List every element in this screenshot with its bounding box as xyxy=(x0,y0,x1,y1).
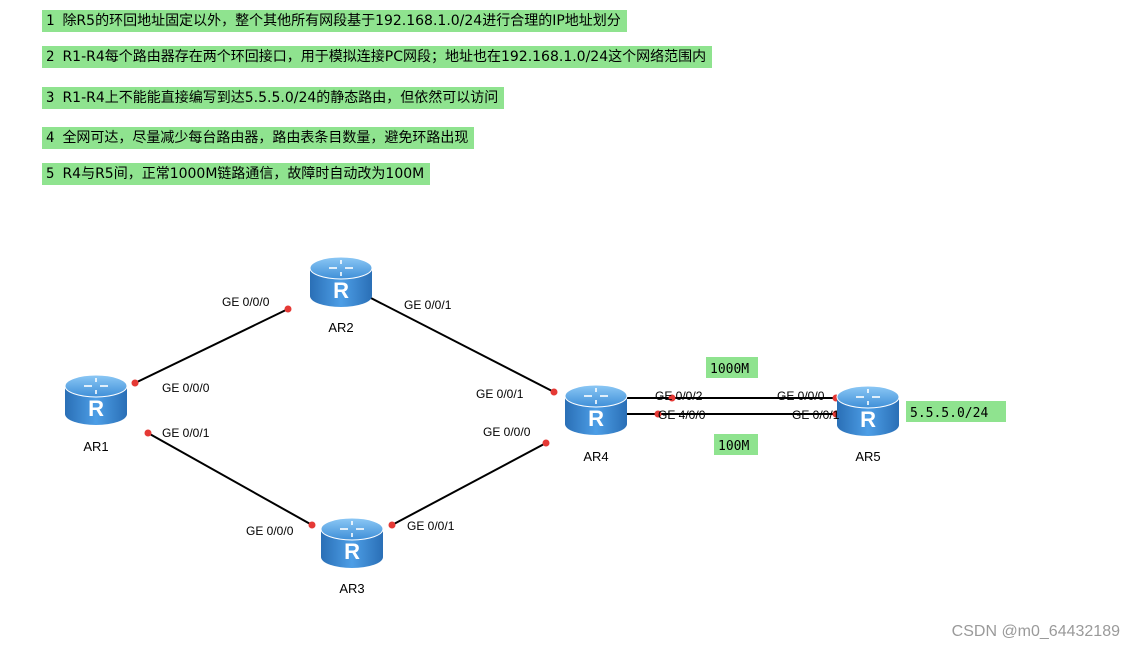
interface-label: GE 4/0/0 xyxy=(658,408,706,422)
badge-1000m: 1000M xyxy=(706,357,758,378)
requirement-5: 5 R4与R5间，正常1000M链路通信，故障时自动改为100M xyxy=(42,163,431,185)
requirement-text: R1-R4上不能能直接编写到达5.5.5.0/24的静态路由，但依然可以访问 xyxy=(62,90,499,106)
router-icon xyxy=(309,256,373,308)
router-label: AR4 xyxy=(583,449,608,464)
port-dot xyxy=(131,379,139,387)
requirement-number: 5 xyxy=(46,166,55,182)
requirement-text: 除R5的环回地址固定以外，整个其他所有网段基于192.168.1.0/24进行合… xyxy=(62,13,621,29)
requirement-number: 4 xyxy=(46,130,55,146)
port-dot xyxy=(542,439,550,447)
interface-label: GE 0/0/1 xyxy=(476,387,524,401)
requirement-number: 3 xyxy=(46,90,55,106)
router-icon xyxy=(564,384,628,436)
router-icon xyxy=(64,374,128,426)
router-label: AR5 xyxy=(855,449,880,464)
port-dot xyxy=(654,410,662,418)
interface-label: GE 0/0/0 xyxy=(162,381,210,395)
interface-label: GE 0/0/1 xyxy=(792,408,840,422)
port-dot xyxy=(284,305,292,313)
port-dot xyxy=(308,521,316,529)
router-ar2[interactable]: AR2 xyxy=(309,256,373,335)
router-ar4[interactable]: AR4 xyxy=(564,384,628,464)
interface-label: GE 0/0/1 xyxy=(404,298,452,312)
interface-label: GE 0/0/0 xyxy=(777,389,825,403)
link-ar3-ar4 xyxy=(391,442,547,526)
interface-label: GE 0/0/1 xyxy=(407,519,455,533)
router-ar3[interactable]: AR3 xyxy=(320,517,384,596)
badge-text: 100M xyxy=(718,439,749,454)
router-icon xyxy=(320,517,384,569)
link-ar1-ar2 xyxy=(134,308,289,384)
router-ar5[interactable]: AR5 xyxy=(836,385,900,464)
link-ar1-ar3 xyxy=(147,432,313,526)
requirement-4: 4 全网可达，尽量减少每台路由器，路由表条目数量，避免环路出现 xyxy=(42,127,475,149)
requirement-text: 全网可达，尽量减少每台路由器，路由表条目数量，避免环路出现 xyxy=(62,130,469,146)
port-dots xyxy=(131,292,840,529)
badge-text: 5.5.5.0/24 xyxy=(910,406,988,421)
interface-label: GE 0/0/2 xyxy=(655,389,703,403)
port-dot xyxy=(550,388,558,396)
router-label: AR3 xyxy=(339,581,364,596)
requirement-3: 3 R1-R4上不能能直接编写到达5.5.5.0/24的静态路由，但依然可以访问 xyxy=(42,87,505,109)
links xyxy=(134,295,838,526)
interface-label: GE 0/0/0 xyxy=(222,295,270,309)
interface-label: GE 0/0/0 xyxy=(246,524,294,538)
port-dot xyxy=(144,429,152,437)
router-label: AR1 xyxy=(83,439,108,454)
port-dot xyxy=(668,394,676,402)
badge-text: 1000M xyxy=(710,362,749,377)
requirement-text: R1-R4每个路由器存在两个环回接口，用于模拟连接PC网段；地址也在192.16… xyxy=(62,49,707,65)
router-label: AR2 xyxy=(328,320,353,335)
requirement-number: 1 xyxy=(46,13,55,29)
link-ar2-ar4 xyxy=(366,295,555,393)
port-dot xyxy=(388,521,396,529)
requirement-text: R4与R5间，正常1000M链路通信，故障时自动改为100M xyxy=(62,166,425,182)
router-icon xyxy=(836,385,900,437)
requirement-number: 2 xyxy=(46,49,55,65)
watermark: CSDN @m0_64432189 xyxy=(951,623,1120,640)
interface-label: GE 0/0/0 xyxy=(483,425,531,439)
router-ar1[interactable]: AR1 xyxy=(64,374,128,454)
requirement-2: 2 R1-R4每个路由器存在两个环回接口，用于模拟连接PC网段；地址也在192.1… xyxy=(42,46,713,68)
badge-ar5-network: 5.5.5.0/24 xyxy=(906,401,1006,422)
interface-label: GE 0/0/1 xyxy=(162,426,210,440)
badge-100m: 100M xyxy=(714,434,758,455)
requirement-1: 1 除R5的环回地址固定以外，整个其他所有网段基于192.168.1.0/24进行… xyxy=(42,10,627,32)
